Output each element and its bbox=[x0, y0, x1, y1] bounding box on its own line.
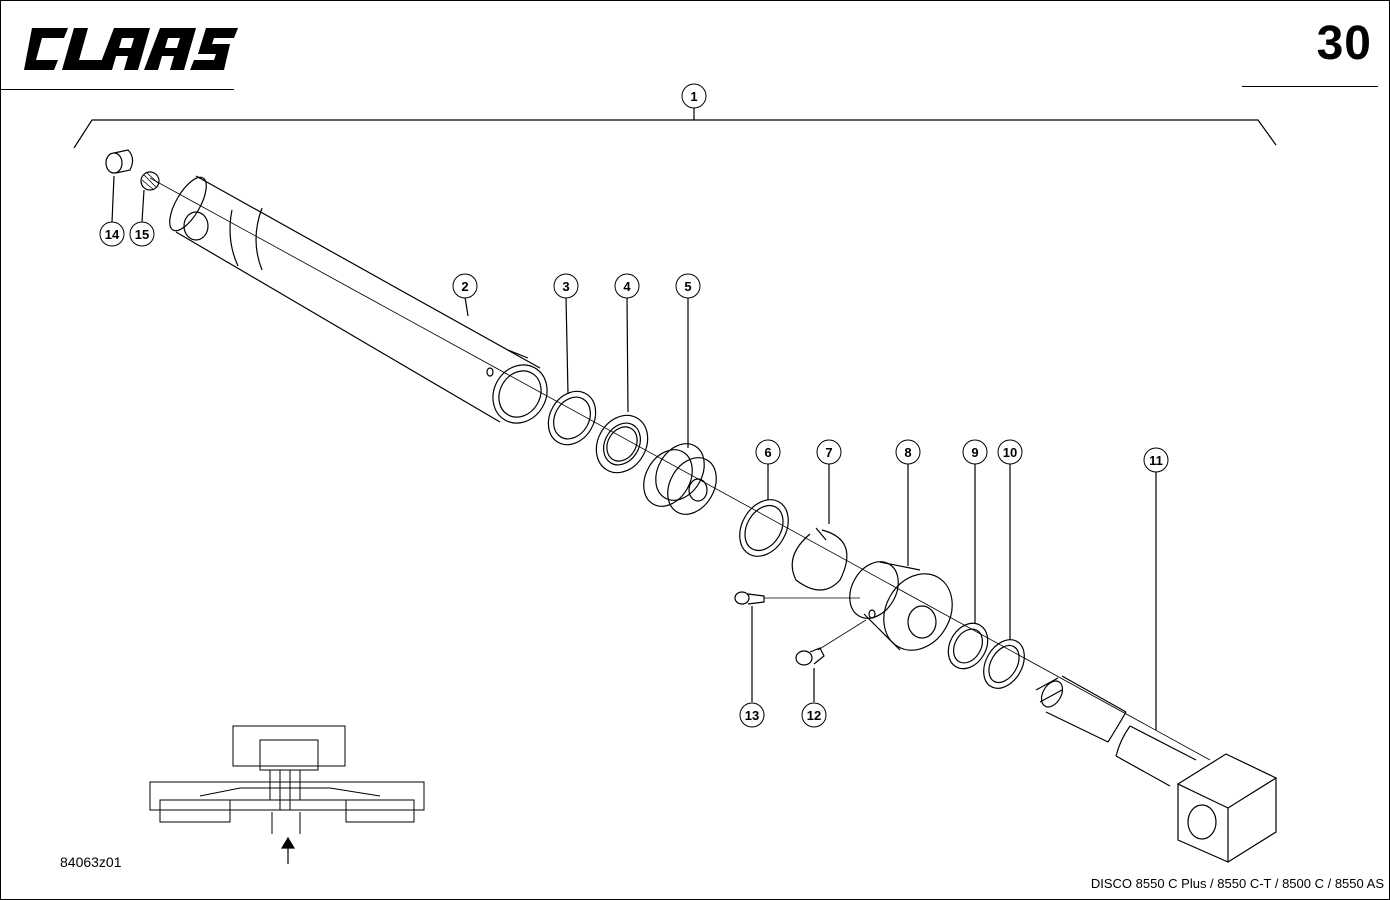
callout-13: 13 bbox=[739, 702, 765, 728]
callout-3: 3 bbox=[553, 273, 579, 299]
svg-text:4: 4 bbox=[623, 279, 631, 294]
callout-14: 14 bbox=[99, 221, 125, 247]
part-7-circlip bbox=[791, 527, 848, 591]
callout-6: 6 bbox=[755, 439, 781, 465]
header-rule-left bbox=[0, 89, 234, 90]
svg-text:2: 2 bbox=[461, 279, 468, 294]
svg-text:12: 12 bbox=[807, 708, 821, 723]
callout-7: 7 bbox=[816, 439, 842, 465]
svg-text:1: 1 bbox=[690, 89, 697, 104]
part-13-screw bbox=[734, 591, 860, 605]
part-14-plug bbox=[105, 149, 134, 174]
part-3-ring bbox=[547, 390, 597, 446]
part-9-ring bbox=[947, 622, 989, 670]
part-5-piston bbox=[643, 443, 717, 515]
part-15-grub-screw bbox=[140, 171, 160, 191]
svg-text:10: 10 bbox=[1003, 445, 1017, 460]
callout-4: 4 bbox=[614, 273, 640, 299]
svg-text:13: 13 bbox=[745, 708, 759, 723]
axis-line bbox=[149, 177, 1211, 761]
assembly-bracket bbox=[73, 119, 1277, 149]
callout-11: 11 bbox=[1143, 447, 1169, 473]
svg-text:5: 5 bbox=[684, 279, 691, 294]
svg-text:7: 7 bbox=[825, 445, 832, 460]
svg-text:15: 15 bbox=[135, 227, 149, 242]
part-4-seal bbox=[595, 414, 649, 474]
callout-1: 1 bbox=[681, 83, 707, 109]
svg-text:8: 8 bbox=[904, 445, 911, 460]
part-12-nipple bbox=[795, 619, 867, 666]
svg-text:6: 6 bbox=[764, 445, 771, 460]
part-6-ring bbox=[739, 499, 789, 557]
svg-text:3: 3 bbox=[562, 279, 569, 294]
callout-15: 15 bbox=[129, 221, 155, 247]
callout-8: 8 bbox=[895, 439, 921, 465]
part-8-guide-head bbox=[849, 561, 953, 651]
part-2-cylinder-tube bbox=[169, 175, 548, 424]
callout-9: 9 bbox=[962, 439, 988, 465]
svg-text:11: 11 bbox=[1149, 453, 1163, 468]
callout-10: 10 bbox=[997, 439, 1023, 465]
part-10-seal bbox=[983, 639, 1025, 689]
locator-diagram bbox=[149, 725, 425, 834]
header-rule-right bbox=[1242, 86, 1378, 87]
callout-2: 2 bbox=[452, 273, 478, 299]
part-11-piston-rod bbox=[1035, 675, 1278, 863]
svg-text:9: 9 bbox=[971, 445, 978, 460]
model-designation: DISCO 8550 C Plus / 8550 C-T / 8500 C / … bbox=[1090, 876, 1384, 891]
callouts: 1 2 3 4 5 6 7 8 9 10 11 12 13 14 15 bbox=[99, 83, 1169, 728]
page-number: 30 bbox=[1316, 17, 1372, 70]
locator-arrow bbox=[280, 836, 296, 864]
svg-text:14: 14 bbox=[105, 227, 120, 242]
claas-logo bbox=[24, 28, 238, 70]
callout-12: 12 bbox=[801, 702, 827, 728]
callout-5: 5 bbox=[675, 273, 701, 299]
drawing-id: 84063z01 bbox=[60, 854, 122, 870]
